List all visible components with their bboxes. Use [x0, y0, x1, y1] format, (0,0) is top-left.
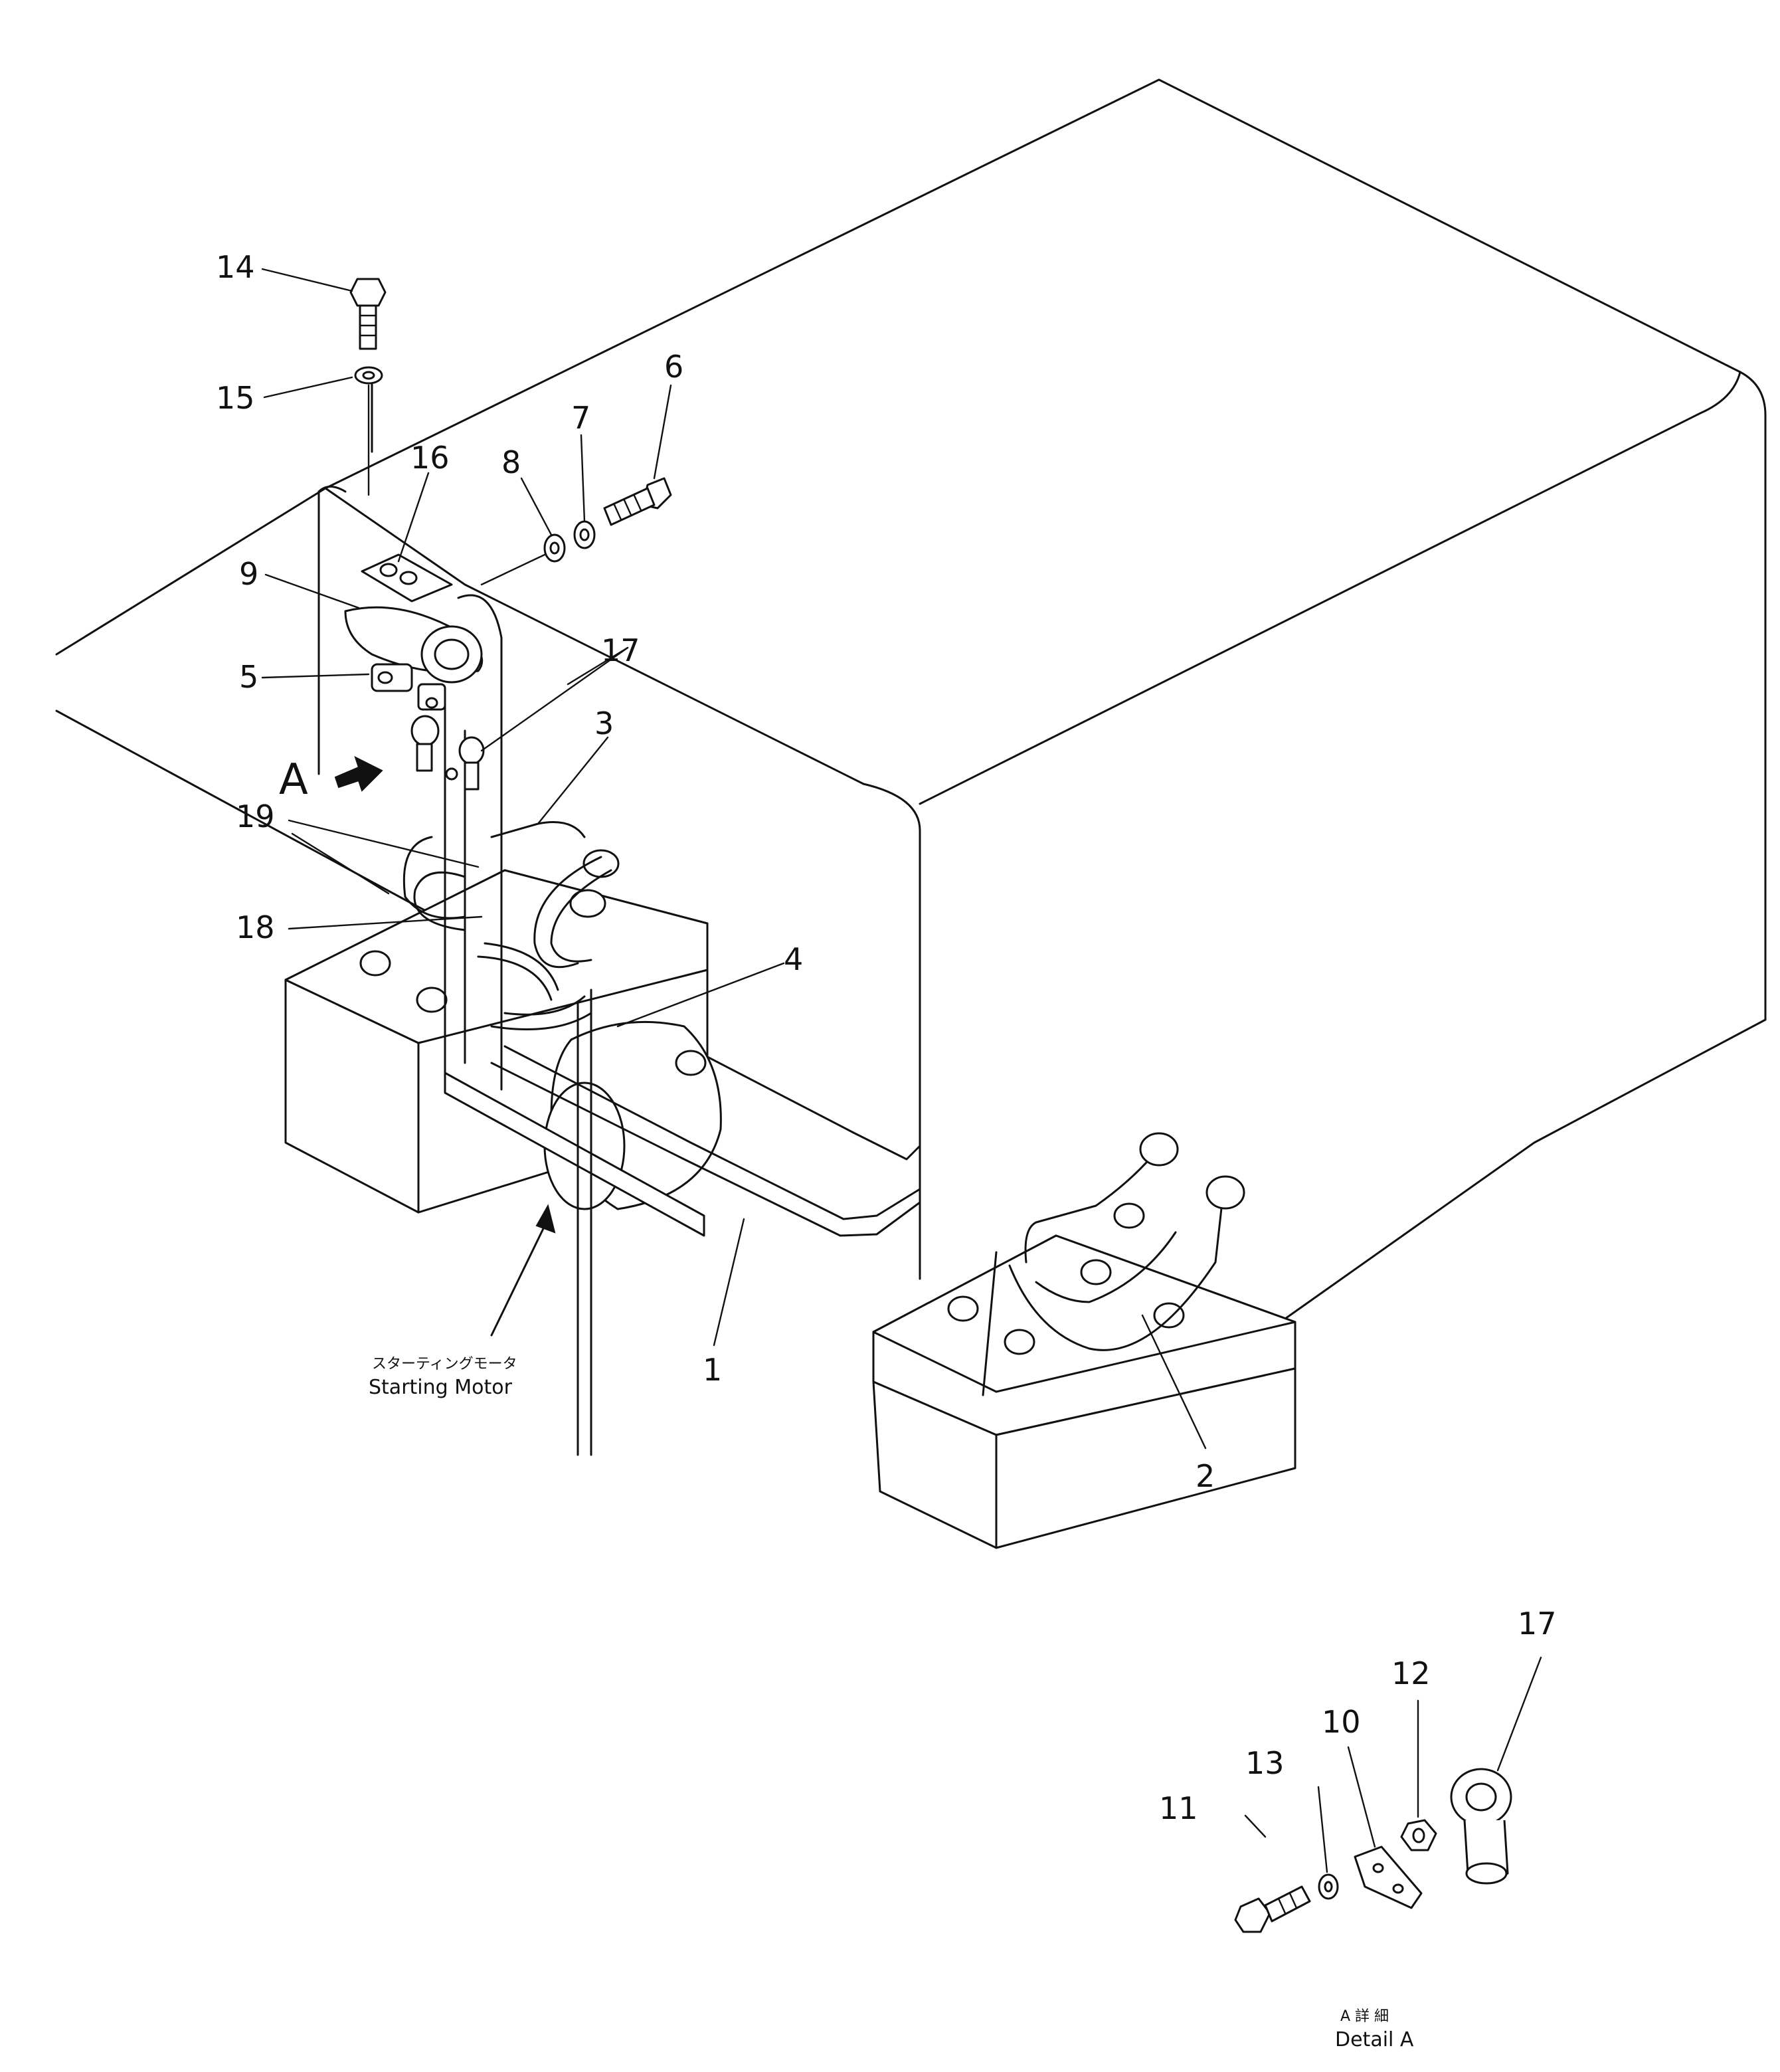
nut-12 — [1400, 1819, 1437, 1851]
callout-17-detail: 17 — [1518, 1606, 1557, 1642]
callout-18: 18 — [236, 909, 275, 945]
battery-relay — [344, 606, 484, 711]
bolt-14 — [349, 278, 387, 350]
callout-6: 6 — [664, 349, 683, 385]
callout-4: 4 — [784, 941, 803, 977]
callout-19: 19 — [236, 799, 275, 834]
detail-a — [1234, 1656, 1542, 1933]
captions: スターティングモータ Starting Motor A 詳 細 Detail A — [369, 1356, 1414, 2051]
callout-5: 5 — [239, 659, 258, 695]
washer-7 — [573, 520, 596, 549]
leader-17-detail — [1496, 1656, 1542, 1772]
callout-14: 14 — [216, 249, 255, 285]
motor-pointer-arrow — [490, 1204, 556, 1337]
callout-labels: 14 15 16 8 7 6 9 17 5 3 A 19 18 4 1 2 17… — [216, 249, 1557, 1826]
callout-2: 2 — [1196, 1458, 1215, 1494]
cable-channel — [444, 989, 921, 1456]
washer-15 — [354, 366, 383, 385]
callout-7: 7 — [571, 400, 590, 436]
starting-motor-label-jp: スターティングモータ — [372, 1356, 517, 1372]
callout-11: 11 — [1159, 1790, 1198, 1826]
ring-terminal-17 — [1450, 1768, 1512, 1885]
view-a-arrow — [334, 756, 383, 792]
view-marker-a: A — [279, 755, 308, 804]
plate-10 — [1354, 1845, 1423, 1909]
callout-15: 15 — [216, 380, 255, 416]
callout-1: 1 — [703, 1352, 722, 1388]
callout-16: 16 — [410, 440, 450, 476]
callout-8: 8 — [501, 444, 521, 480]
bolt-6 — [603, 477, 672, 526]
callout-3: 3 — [594, 706, 614, 741]
battery-right — [872, 1132, 1296, 1549]
detail-a-label-jp: A 詳 細 — [1340, 2008, 1389, 2025]
starting-motor-label-en: Starting Motor — [369, 1376, 513, 1399]
detail-a-label-en: Detail A — [1335, 2028, 1414, 2051]
terminal-block — [361, 553, 453, 603]
washer-13 — [1318, 1873, 1339, 1900]
callout-13: 13 — [1245, 1745, 1285, 1781]
callout-9: 9 — [239, 556, 258, 592]
callout-12: 12 — [1391, 1655, 1431, 1691]
ring-terminals — [410, 715, 485, 791]
callout-10: 10 — [1322, 1704, 1361, 1740]
washer-8 — [543, 533, 566, 563]
bolt-11 — [1234, 1885, 1311, 1933]
leader-13 — [1317, 1786, 1328, 1873]
leader-10 — [1347, 1746, 1376, 1848]
bolt-6-axis-line — [480, 553, 546, 586]
leader-lines — [261, 268, 1207, 1450]
callout-17-main: 17 — [601, 632, 640, 668]
leader-11 — [1244, 1814, 1267, 1838]
vertical-harness — [371, 381, 612, 1091]
